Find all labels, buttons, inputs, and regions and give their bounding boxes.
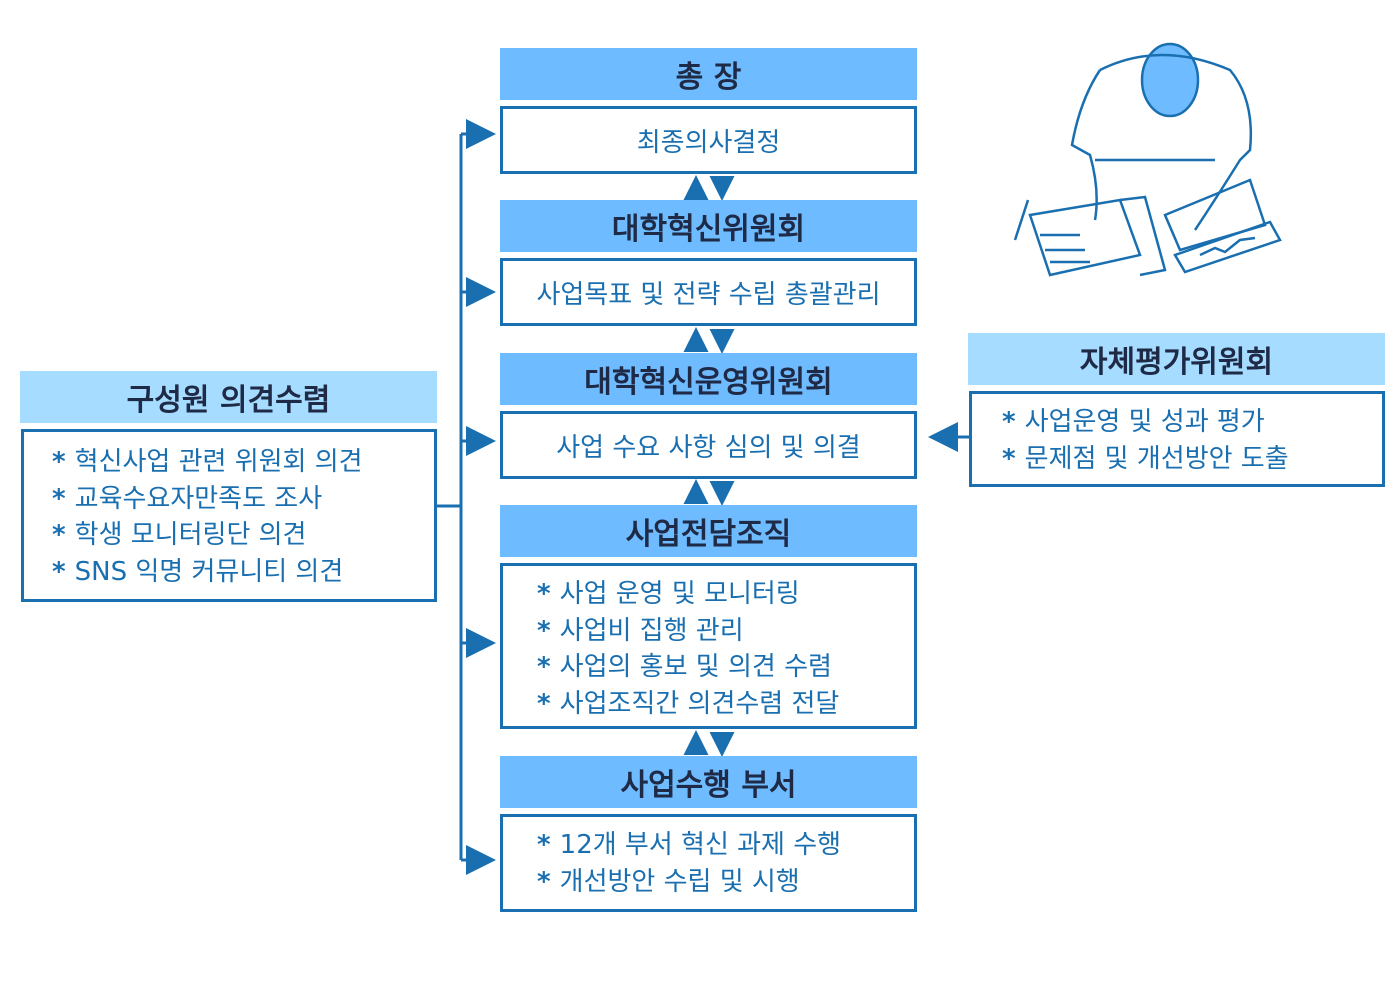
person-working-illustration bbox=[1013, 42, 1282, 277]
list-item: 사업운영 및 성과 평가 bbox=[1002, 404, 1382, 441]
self-evaluation-box: 사업운영 및 성과 평가문제점 및 개선방안 도출 bbox=[969, 391, 1385, 487]
list-item: 사업조직간 의견수렴 전달 bbox=[537, 686, 914, 723]
operation-committee-box: 사업 수요 사항 심의 및 의결 bbox=[500, 411, 917, 479]
operation-committee-duty: 사업 수요 사항 심의 및 의결 bbox=[556, 432, 861, 463]
departments-header: 사업수행 부서 bbox=[500, 756, 917, 808]
list-item: 학생 모니터링단 의견 bbox=[52, 517, 434, 554]
project-org-box: 사업 운영 및 모니터링사업비 집행 관리사업의 홍보 및 의견 수렴사업조직간… bbox=[500, 563, 917, 729]
list-item: 12개 부서 혁신 과제 수행 bbox=[537, 827, 914, 864]
stakeholder-opinion-box: 혁신사업 관련 위원회 의견교육수요자만족도 조사학생 모니터링단 의견SNS … bbox=[21, 429, 437, 602]
self-evaluation-header: 자체평가위원회 bbox=[968, 333, 1385, 385]
project-org-header: 사업전담조직 bbox=[500, 505, 917, 557]
operation-committee-header: 대학혁신운영위원회 bbox=[500, 353, 917, 405]
list-item: 혁신사업 관련 위원회 의견 bbox=[52, 444, 434, 481]
list-item: 개선방안 수립 및 시행 bbox=[537, 864, 914, 901]
list-item: 사업 운영 및 모니터링 bbox=[537, 576, 914, 613]
list-item: SNS 익명 커뮤니티 의견 bbox=[52, 554, 434, 591]
departments-box: 12개 부서 혁신 과제 수행개선방안 수립 및 시행 bbox=[500, 814, 917, 912]
president-box: 최종의사결정 bbox=[500, 106, 917, 174]
stakeholder-opinion-header: 구성원 의견수렴 bbox=[20, 371, 437, 423]
president-duty: 최종의사결정 bbox=[636, 127, 781, 158]
list-item: 사업의 홍보 및 의견 수렴 bbox=[537, 649, 914, 686]
innovation-committee-header: 대학혁신위원회 bbox=[500, 200, 917, 252]
list-item: 교육수요자만족도 조사 bbox=[52, 481, 434, 518]
president-header: 총 장 bbox=[500, 48, 917, 100]
list-item: 문제점 및 개선방안 도출 bbox=[1002, 441, 1382, 478]
innovation-committee-duty: 사업목표 및 전략 수립 총괄관리 bbox=[536, 279, 881, 310]
innovation-committee-box: 사업목표 및 전략 수립 총괄관리 bbox=[500, 258, 917, 326]
list-item: 사업비 집행 관리 bbox=[537, 613, 914, 650]
